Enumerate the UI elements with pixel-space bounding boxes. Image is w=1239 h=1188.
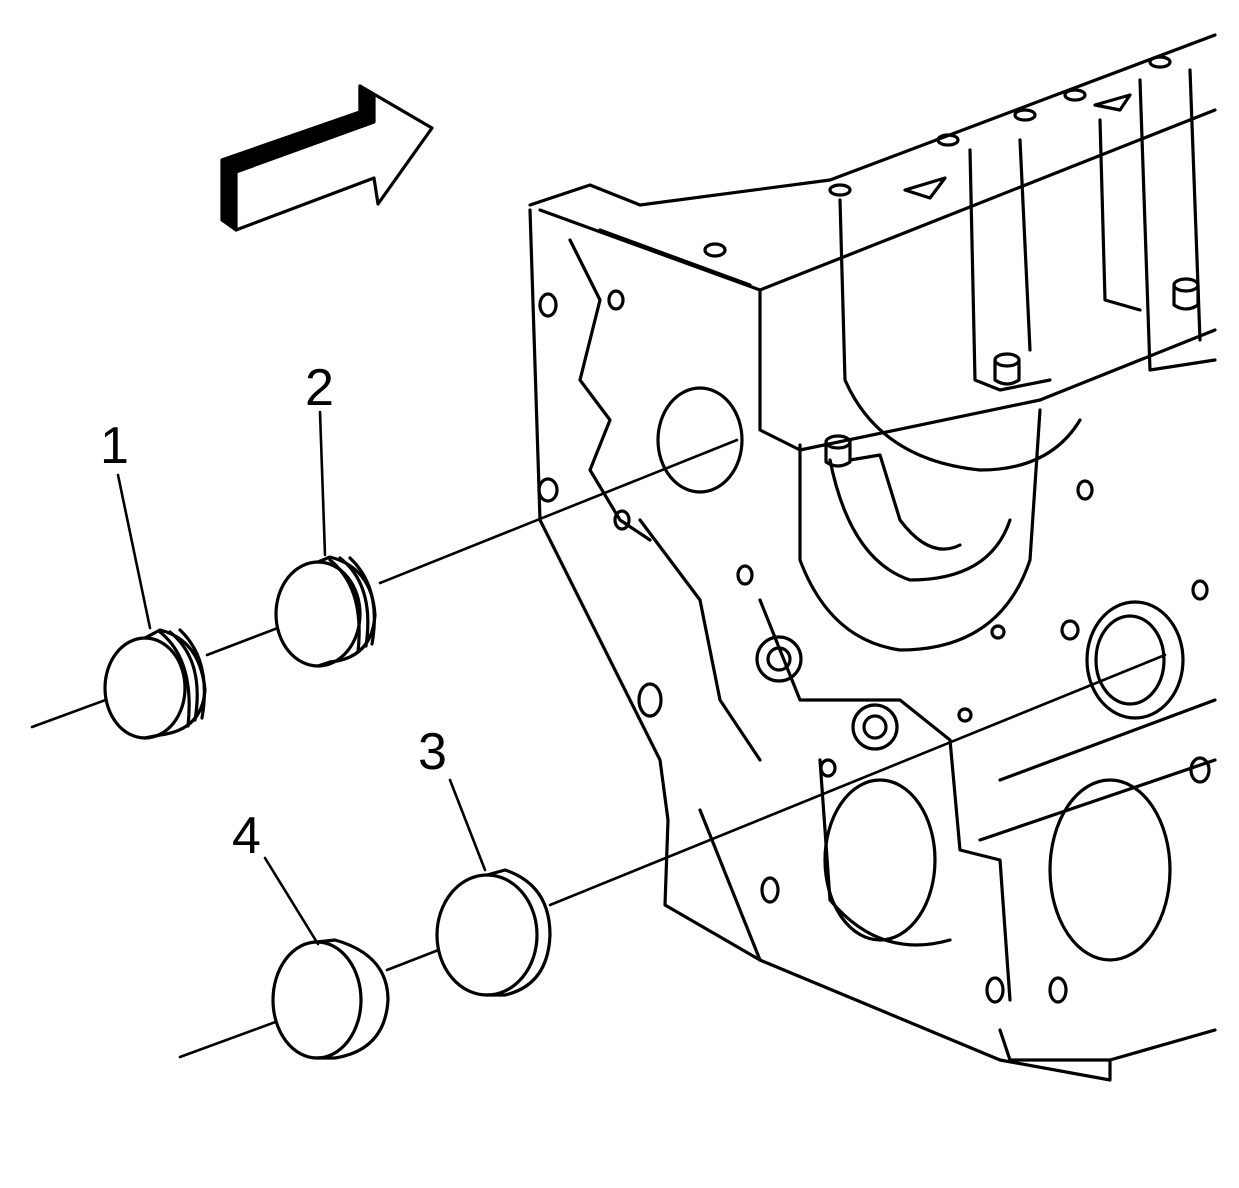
cam-bearing-1 <box>103 628 207 740</box>
leader-lines <box>116 410 487 946</box>
direction-arrow-icon <box>220 84 434 232</box>
centerlines <box>30 438 1167 1059</box>
cam-bearing-4 <box>271 938 390 1060</box>
cam-bearing-2 <box>274 555 377 668</box>
callout-3: 3 <box>418 723 447 781</box>
callout-1: 1 <box>100 417 129 475</box>
callout-2: 2 <box>305 359 334 417</box>
cam-bearing-3 <box>435 868 552 997</box>
engine-block <box>528 33 1217 1082</box>
callout-4: 4 <box>232 807 261 865</box>
